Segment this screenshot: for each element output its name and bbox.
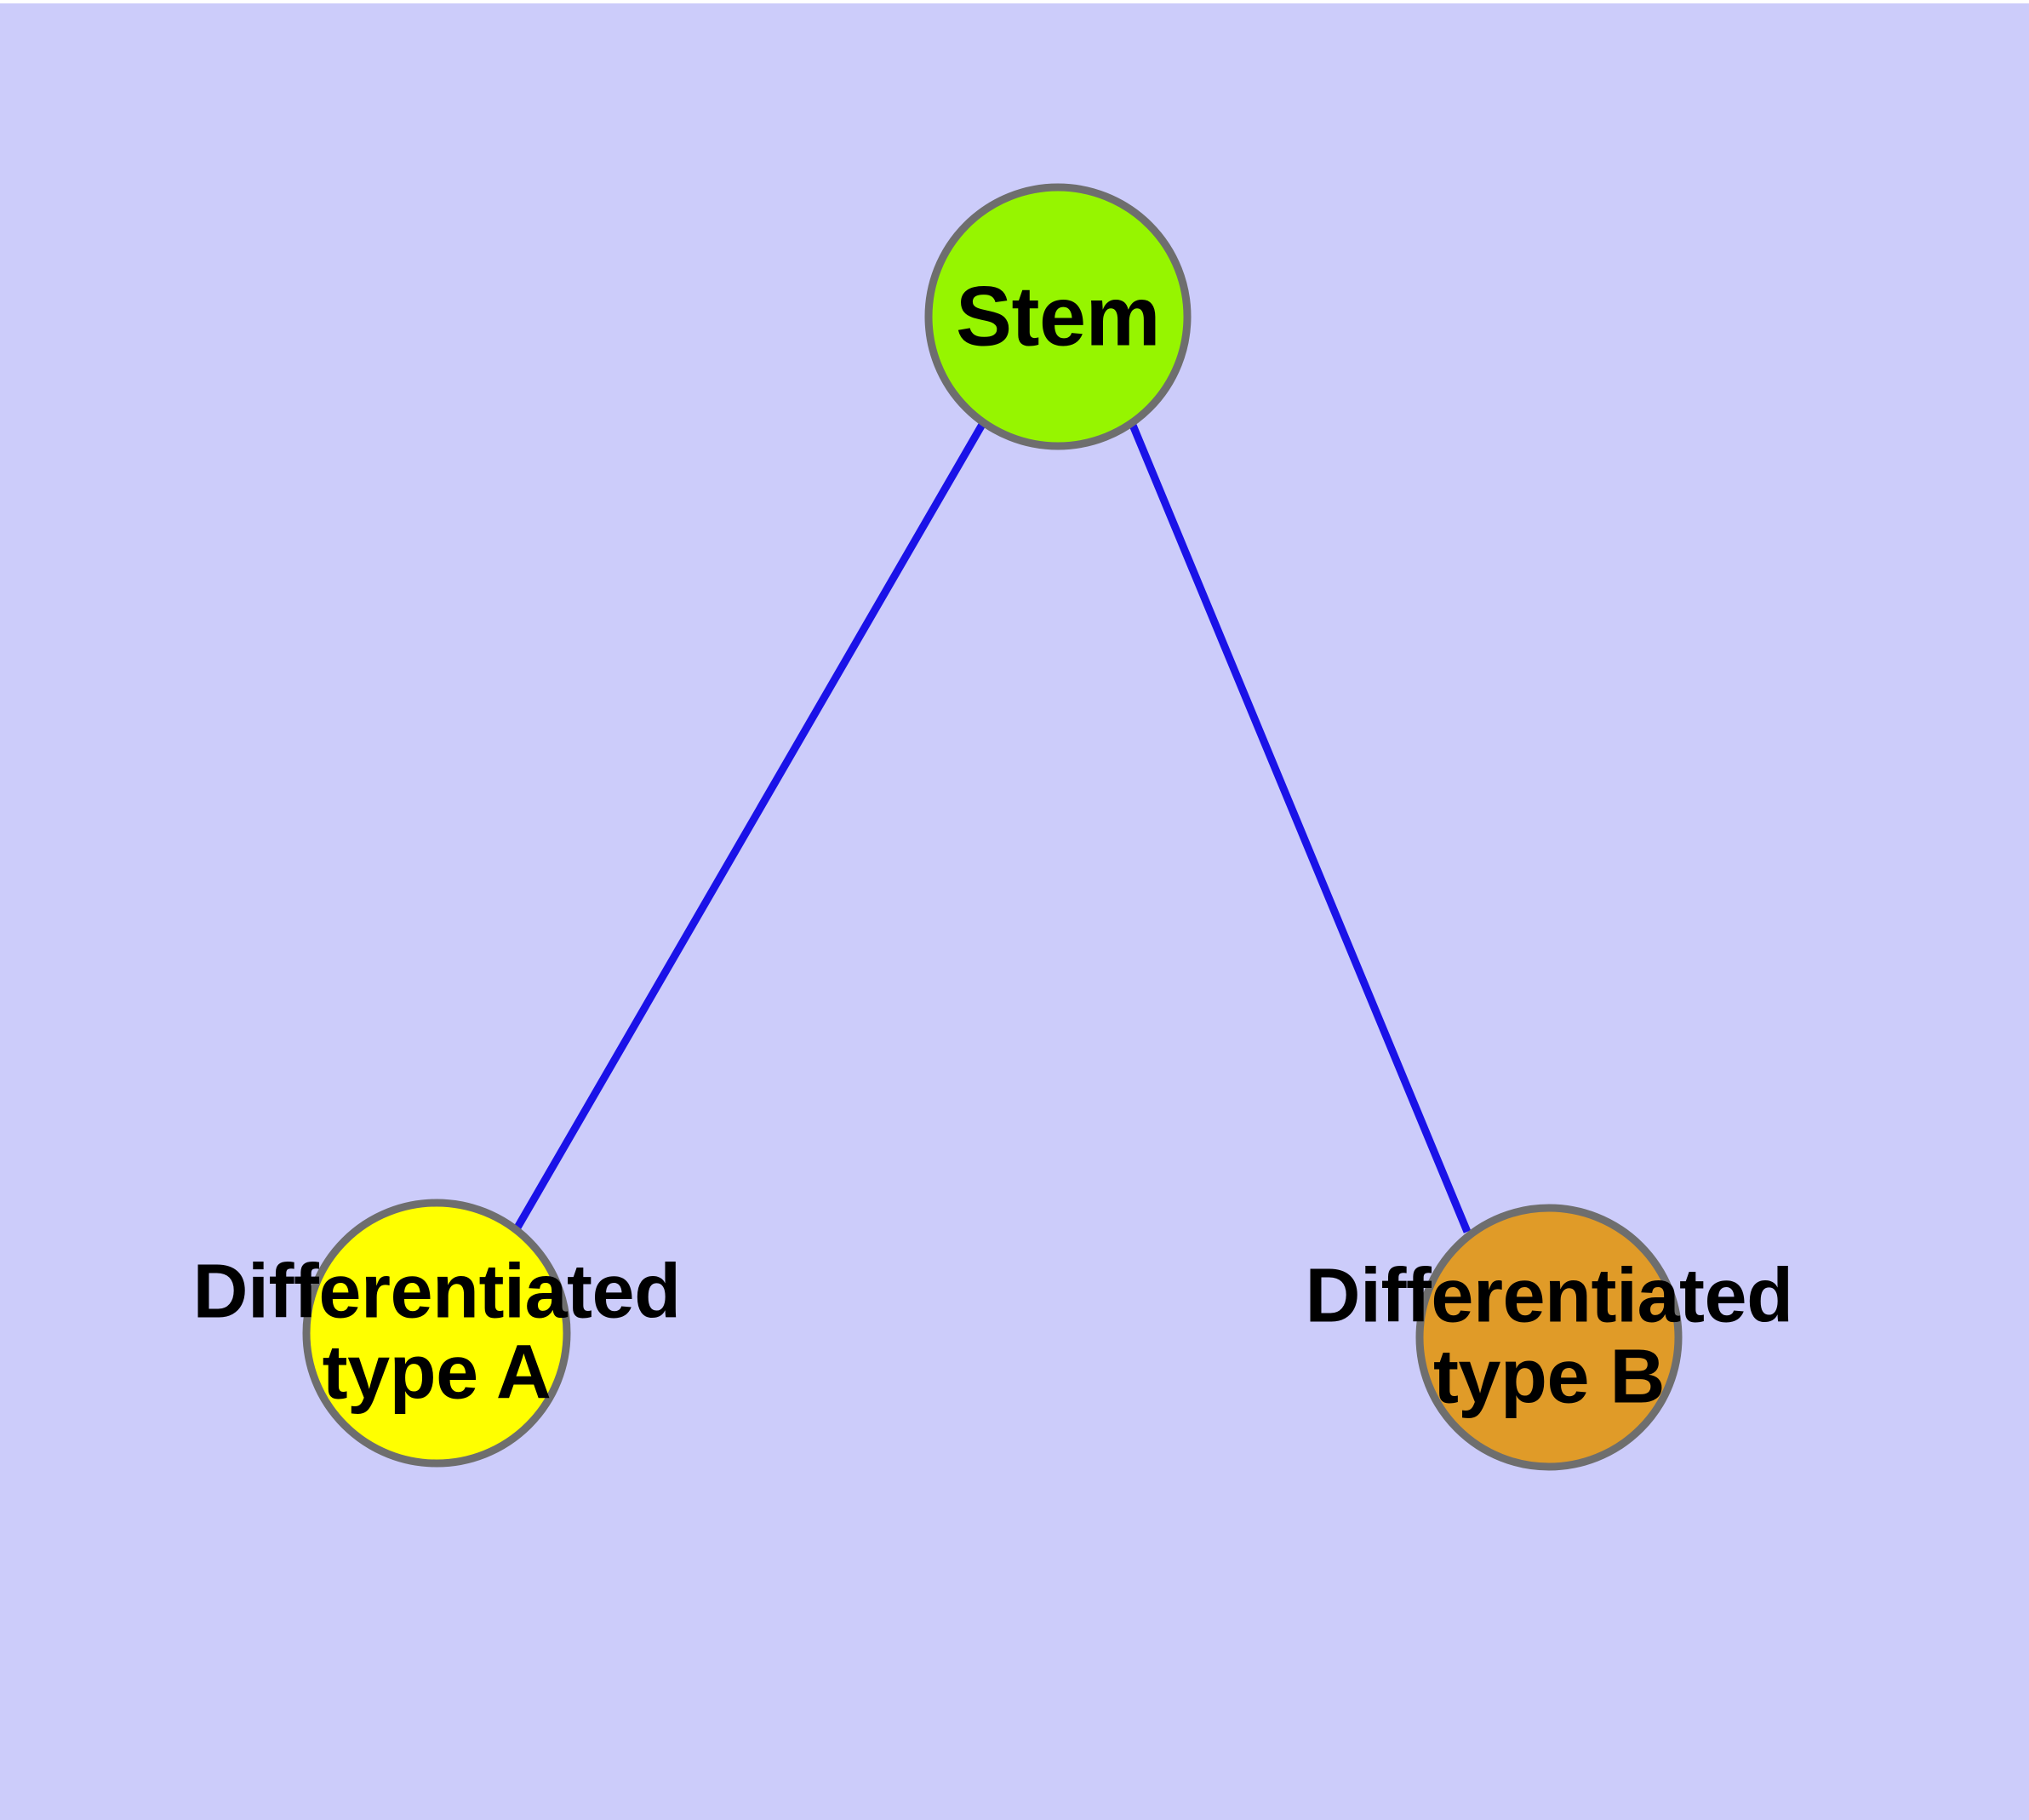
graph-node-stem[interactable]	[924, 183, 1192, 450]
graph-node-diff-b[interactable]	[1415, 1204, 1683, 1471]
edges-group	[514, 421, 1472, 1233]
graph-edge-stem-to-diff-b[interactable]	[1128, 421, 1472, 1233]
graph-node-diff-a[interactable]	[302, 1199, 571, 1468]
graph-edge-stem-to-diff-a[interactable]	[514, 421, 986, 1230]
top-white-strip	[0, 0, 2029, 3]
nodes-group	[302, 183, 1683, 1471]
